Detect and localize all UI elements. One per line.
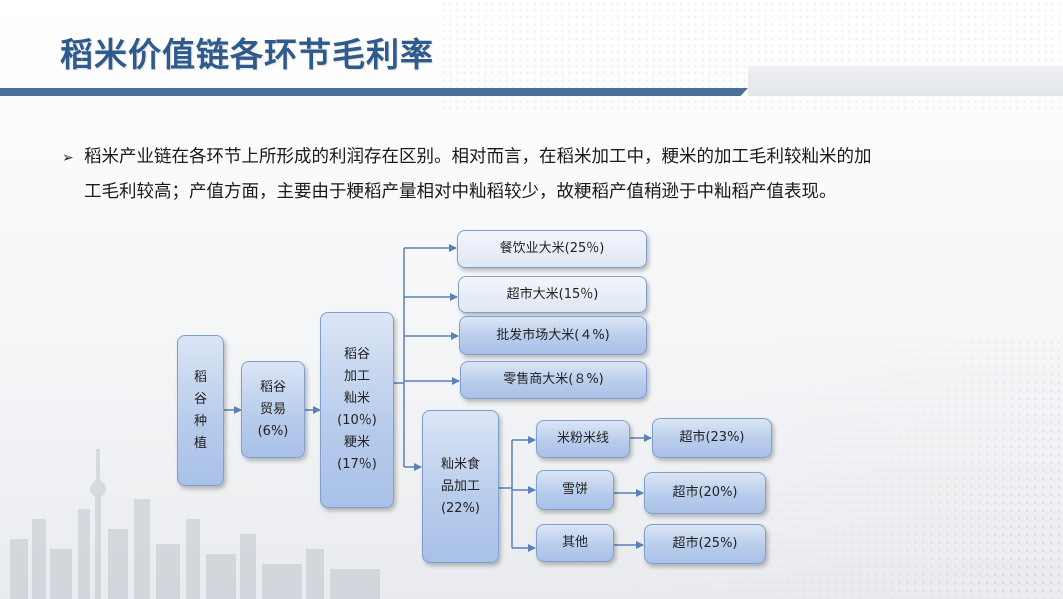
node-rice-trade: 稻谷 贸易 (6%) <box>241 361 305 458</box>
bullet-arrow-icon: ➢ <box>62 150 74 166</box>
node-rice-processing: 稻谷 加工 籼米 (10％) 粳米 (17％) <box>320 312 394 508</box>
node-rice-cake: 雪饼 <box>536 470 614 510</box>
title-bar-extension <box>748 66 1063 96</box>
node-rice-noodle: 米粉米线 <box>536 420 630 458</box>
bullet-line-1: ➢ 稻米产业链在各环节上所形成的利润存在区别。相对而言，在稻米加工中，粳米的加工毛… <box>62 140 1022 175</box>
bullet-paragraph: ➢ 稻米产业链在各环节上所形成的利润存在区别。相对而言，在稻米加工中，粳米的加工毛… <box>62 140 1022 209</box>
node-supermarket-rice: 超市大米(15％) <box>458 276 647 313</box>
title-underline-bar <box>0 88 748 96</box>
page-title: 稻米价值链各环节毛利率 <box>60 35 434 74</box>
node-retail-rice: 零售商大米(８%) <box>460 361 647 399</box>
bullet-line-2: 工毛利较高；产值方面，主要由于粳稻产量相对中籼稻较少，故粳稻产值稍逊于中籼稻产值… <box>84 182 837 202</box>
bullet-text-1: 稻米产业链在各环节上所形成的利润存在区别。相对而言，在稻米加工中，粳米的加工毛利… <box>84 147 872 167</box>
node-rice-planting: 稻 谷 种 植 <box>177 335 224 486</box>
node-other-products: 其他 <box>536 524 614 562</box>
city-skyline-decoration <box>10 449 380 599</box>
node-supermarket-other: 超市(25%) <box>644 524 766 564</box>
node-supermarket-cake: 超市(20%) <box>644 472 766 514</box>
node-restaurant-rice: 餐饮业大米(25％) <box>457 230 647 268</box>
node-indica-food-processing: 籼米食 品加工 (22%) <box>422 410 499 563</box>
node-wholesale-rice: 批发市场大米(４%) <box>459 316 647 355</box>
node-supermarket-noodle: 超市(23%) <box>652 418 772 458</box>
